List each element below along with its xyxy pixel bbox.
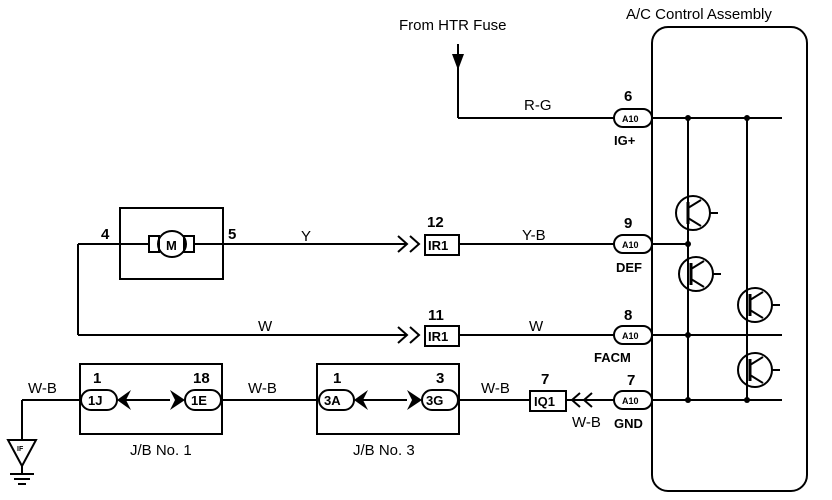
- jb1-link-right-arrow-icon: [170, 390, 185, 410]
- jb3-name: J/B No. 3: [353, 442, 415, 459]
- iq1-label: IQ1: [534, 394, 555, 409]
- ir1-bottom-arrow-icon-2: [409, 326, 421, 344]
- ir1-bottom-arrow-icon: [397, 326, 409, 344]
- internal-circuit: [652, 115, 782, 403]
- transistor-icon: [737, 287, 780, 323]
- control-assembly-box: [651, 26, 808, 492]
- iq1-input-wire-label: W-B: [481, 380, 510, 397]
- jb3-left-pin: 1: [333, 370, 341, 387]
- gnd-pin-number: 7: [627, 372, 635, 389]
- transistor-icon: [675, 195, 718, 231]
- motor-symbol: M: [166, 238, 177, 253]
- jb3-right-label: 3G: [426, 393, 443, 408]
- ir1-top-label: IR1: [428, 238, 448, 253]
- jb3-link-right-arrow-icon: [407, 390, 422, 410]
- jb1-input-wire-label: W-B: [28, 380, 57, 397]
- ig-terminal-label: IG+: [614, 133, 636, 148]
- jb1-right-pin: 18: [193, 370, 210, 387]
- ir1-bottom-pin: 11: [428, 307, 444, 324]
- ir1-bottom-label: IR1: [428, 329, 448, 344]
- ir1-top-arrow-icon-2: [409, 235, 421, 253]
- ir1-top-pin: 12: [427, 214, 444, 231]
- ig-wire-label: R-G: [524, 97, 552, 114]
- jb1-right-label: 1E: [191, 393, 207, 408]
- facm-wire-label: W: [529, 318, 544, 335]
- assembly-title: A/C Control Assembly: [626, 6, 772, 23]
- def-wire-label: Y-B: [522, 227, 546, 244]
- jb1-left-label: 1J: [88, 393, 102, 408]
- gnd-wire-label: W-B: [572, 414, 601, 431]
- fuse-source-label: From HTR Fuse: [399, 17, 507, 34]
- ir1-top-arrow-icon: [397, 235, 409, 253]
- gnd-terminal-label: GND: [614, 416, 643, 431]
- jb1-name: J/B No. 1: [130, 442, 192, 459]
- gnd-connector-code: A10: [622, 396, 639, 406]
- facm-pin-number: 8: [624, 307, 632, 324]
- motor-pin-right: 5: [228, 226, 236, 243]
- fuse-arrow-icon: [452, 54, 464, 70]
- jb3-link-left-arrow-icon: [354, 390, 368, 410]
- ig-connector-code: A10: [622, 114, 639, 124]
- ground-label: IF: [17, 446, 24, 453]
- def-terminal-label: DEF: [616, 260, 642, 275]
- transistor-icon: [678, 256, 721, 292]
- facm-connector-code: A10: [622, 331, 639, 341]
- jb1-left-pin: 1: [93, 370, 101, 387]
- transistor-icon: [737, 352, 780, 388]
- def-connector-code: A10: [622, 240, 639, 250]
- ig-pin-number: 6: [624, 88, 632, 105]
- iq1-pin: 7: [541, 371, 549, 388]
- motor-pin-left: 4: [101, 226, 110, 243]
- def-pin-number: 9: [624, 215, 632, 232]
- ground-icon: [6, 439, 38, 469]
- jb3-right-pin: 3: [436, 370, 444, 387]
- motor-return-wire-label: W: [258, 318, 273, 335]
- jb1-link-left-arrow-icon: [117, 390, 131, 410]
- jb3-input-wire-label: W-B: [248, 380, 277, 397]
- motor-icon: [157, 230, 187, 258]
- facm-terminal-label: FACM: [594, 350, 631, 365]
- motor-output-wire-label: Y: [301, 228, 311, 245]
- jb3-left-label: 3A: [324, 393, 341, 408]
